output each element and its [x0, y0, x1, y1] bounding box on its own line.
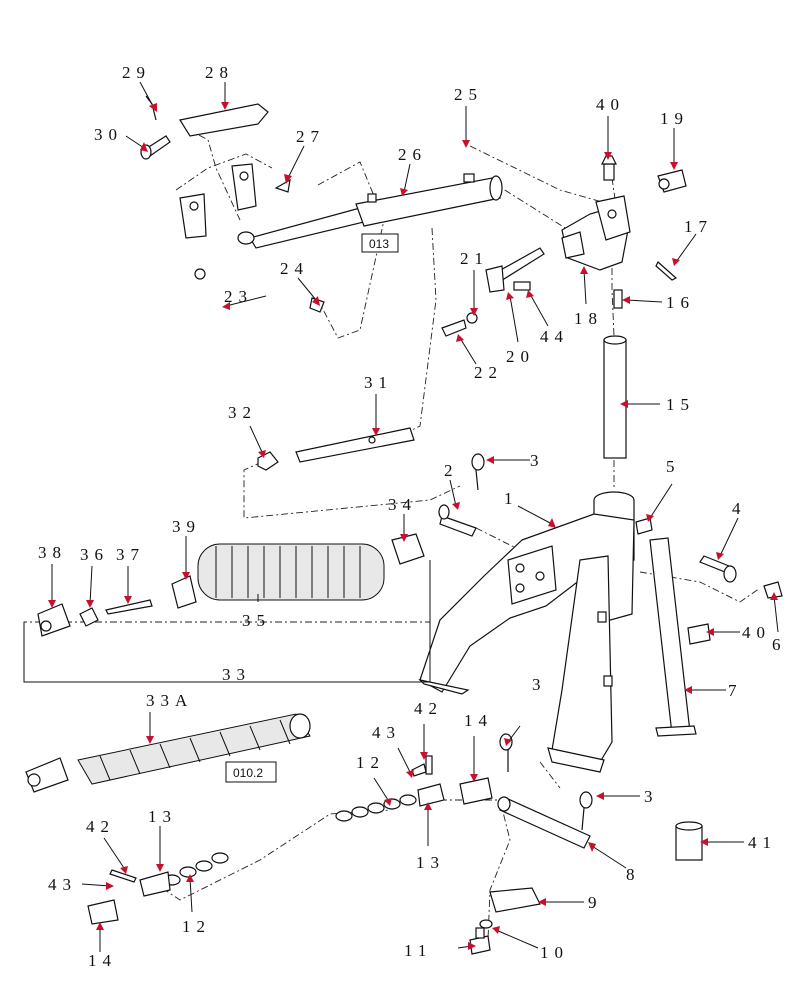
callout-38: 38: [38, 543, 67, 562]
callout-36: 36: [80, 545, 109, 564]
callout-44: 44: [540, 327, 569, 346]
callout-15: 15: [666, 395, 695, 414]
callout-29: 29: [122, 63, 151, 82]
callout-3-upper: 3: [530, 451, 545, 470]
callout-13-right: 13: [416, 853, 445, 872]
group-33-bracket: [23, 560, 431, 683]
callout-14-right: 14: [464, 711, 493, 730]
callout-40-upper: 40: [596, 95, 625, 114]
callout-39: 39: [172, 517, 201, 536]
callout-24: 24: [280, 259, 309, 278]
callout-32: 32: [228, 403, 257, 422]
callout-37: 37: [116, 545, 145, 564]
callout-11: 11: [404, 941, 432, 960]
callout-3-lower: 3: [644, 787, 659, 806]
callout-42-left: 42: [86, 817, 115, 836]
spring-assembly: [37, 533, 425, 637]
callout-40-lower: 40: [742, 623, 771, 642]
callout-8: 8: [626, 865, 641, 884]
chain-assembly: [87, 755, 493, 925]
hydraulic-cylinder: [237, 173, 503, 249]
callout-10: 10: [540, 943, 569, 962]
main-frame: [418, 491, 635, 773]
callout-26: 26: [398, 145, 427, 164]
callout-34: 34: [388, 495, 417, 514]
callout-1: 1: [504, 489, 519, 508]
mounting-brackets: [179, 103, 291, 239]
callout-35: 35: [242, 611, 271, 630]
ref-label-013: 013: [369, 237, 389, 251]
callout-27: 27: [296, 127, 325, 146]
callout-20: 20: [506, 347, 535, 366]
callout-41: 41: [748, 833, 777, 852]
callout-2: 2: [444, 461, 459, 480]
spring-33a: [25, 713, 311, 793]
callout-43-left: 43: [48, 875, 77, 894]
callout-33a: 33A: [146, 691, 193, 710]
callout-12-left: 12: [182, 917, 211, 936]
ref-box-013: [361, 233, 399, 253]
callout-14-left: 14: [88, 951, 117, 970]
ref-box-010-2: [225, 761, 277, 783]
callout-5: 5: [666, 457, 681, 476]
swivel-head: [561, 155, 687, 271]
callout-3-middle: 3: [532, 675, 547, 694]
callout-33: 33: [222, 665, 251, 684]
callout-labels: 28 29 30 27 26 25 40 19 17 16 18 21 20 4…: [38, 63, 787, 970]
callout-4: 4: [732, 499, 747, 518]
callout-19: 19: [660, 109, 689, 128]
tie-rod: [257, 427, 415, 471]
ref-label-010-2: 010.2: [233, 766, 263, 780]
callout-31: 31: [364, 373, 393, 392]
callout-42-right: 42: [414, 699, 443, 718]
spindle: [603, 335, 627, 459]
callout-17: 17: [684, 217, 713, 236]
pins-and-bolts-upper: [441, 247, 678, 337]
callout-18: 18: [574, 309, 603, 328]
leader-lines: [48, 81, 779, 952]
callout-16: 16: [666, 293, 695, 312]
callout-25: 25: [454, 85, 483, 104]
callout-6: 6: [772, 635, 787, 654]
callout-21: 21: [460, 249, 489, 268]
callout-23: 23: [224, 287, 253, 306]
callout-7: 7: [728, 681, 743, 700]
callout-9: 9: [588, 893, 603, 912]
reference-boxes: 013 010.2: [225, 233, 399, 783]
lower-parts: [469, 796, 703, 955]
callout-12-right: 12: [356, 753, 385, 772]
callout-13-left: 13: [148, 807, 177, 826]
hose: [194, 268, 325, 351]
callout-22: 22: [474, 363, 503, 382]
stand-post: [438, 504, 783, 737]
callout-30: 30: [94, 125, 123, 144]
callout-43-right: 43: [372, 723, 401, 742]
callout-28: 28: [205, 63, 234, 82]
